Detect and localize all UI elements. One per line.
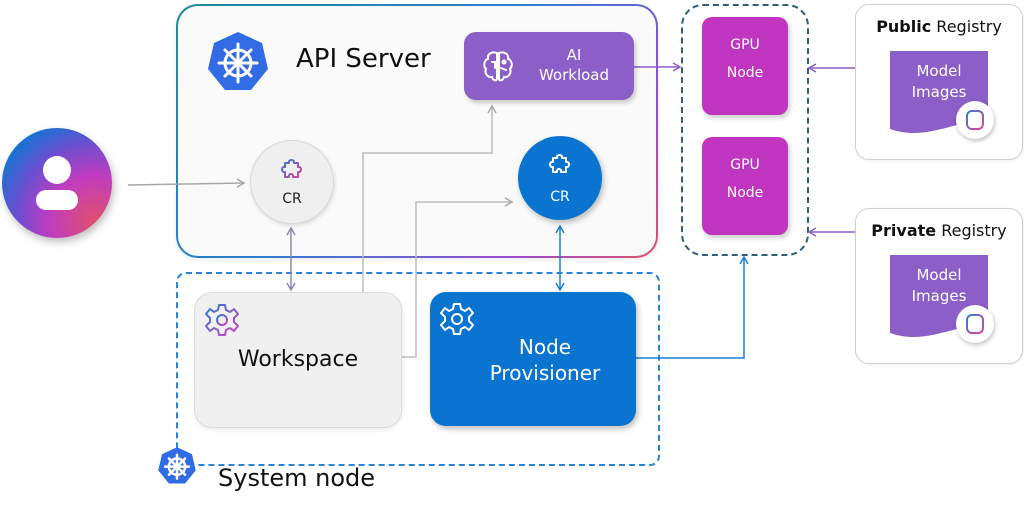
gear-icon [440, 303, 474, 335]
system-node-frame [176, 272, 660, 466]
ai-workload-label-1: AI [566, 46, 582, 64]
public-registry[interactable]: Public Registry Model Images [855, 4, 1023, 160]
model-images-label-2: Images [911, 83, 967, 101]
database-badge [956, 305, 994, 343]
cr-system-label: CR [550, 189, 570, 205]
cr-user-node[interactable]: CR [250, 140, 334, 224]
workspace-to-ai-workload-arrow [362, 104, 497, 292]
provisioner-to-gpu-arrow [636, 255, 749, 359]
gpu-node[interactable]: GPU Node [702, 137, 788, 235]
puzzle-icon [549, 154, 570, 173]
registry-title: Public Registry [856, 17, 1022, 36]
gpu-node-label-2: Node [726, 185, 764, 201]
database-badge [956, 101, 994, 139]
gpu-node-label-2: Node [726, 65, 764, 81]
node-provisioner-label-2: Provisioner [489, 361, 601, 385]
cr-system-node[interactable]: CR [518, 136, 602, 220]
registry-title-rest: Registry [936, 221, 1007, 240]
workspace-to-cr-arrow [400, 197, 514, 358]
system-node-label: System node [218, 464, 376, 492]
registry-title-bold: Public [876, 17, 932, 36]
gear-icon [205, 304, 239, 336]
node-provisioner-label-1: Node [518, 335, 572, 359]
database-icon [966, 314, 984, 334]
gpu-node[interactable]: GPU Node [702, 17, 788, 115]
gpu-node-pool-frame [681, 4, 809, 256]
registry-title: Private Registry [856, 221, 1022, 240]
registry-title-bold: Private [871, 221, 937, 240]
kubernetes-icon [158, 447, 196, 484]
cr-user-label: CR [282, 191, 302, 207]
node-provisioner-box[interactable]: Node Provisioner [430, 292, 636, 426]
ai-workload-box[interactable]: AI Workload [464, 32, 634, 100]
brain-icon [483, 51, 513, 82]
model-images-label-1: Model [916, 266, 962, 284]
user-avatar[interactable] [2, 128, 112, 238]
private-registry[interactable]: Private Registry Model Images [855, 208, 1023, 364]
gpu-node-label-1: GPU [730, 37, 760, 53]
user-icon [36, 156, 78, 210]
ai-workload-label-2: Workload [538, 66, 610, 84]
registry-title-rest: Registry [931, 17, 1002, 36]
model-images-label-1: Model [916, 62, 962, 80]
api-server-title: API Server [296, 44, 431, 74]
puzzle-icon [281, 159, 302, 178]
database-icon [966, 110, 984, 130]
kubernetes-icon [208, 32, 268, 90]
model-images-label-2: Images [911, 287, 967, 305]
gpu-node-label-1: GPU [730, 157, 760, 173]
user-to-cr-arrow [127, 178, 246, 188]
workspace-box[interactable]: Workspace [194, 292, 402, 428]
workspace-label: Workspace [237, 347, 359, 372]
